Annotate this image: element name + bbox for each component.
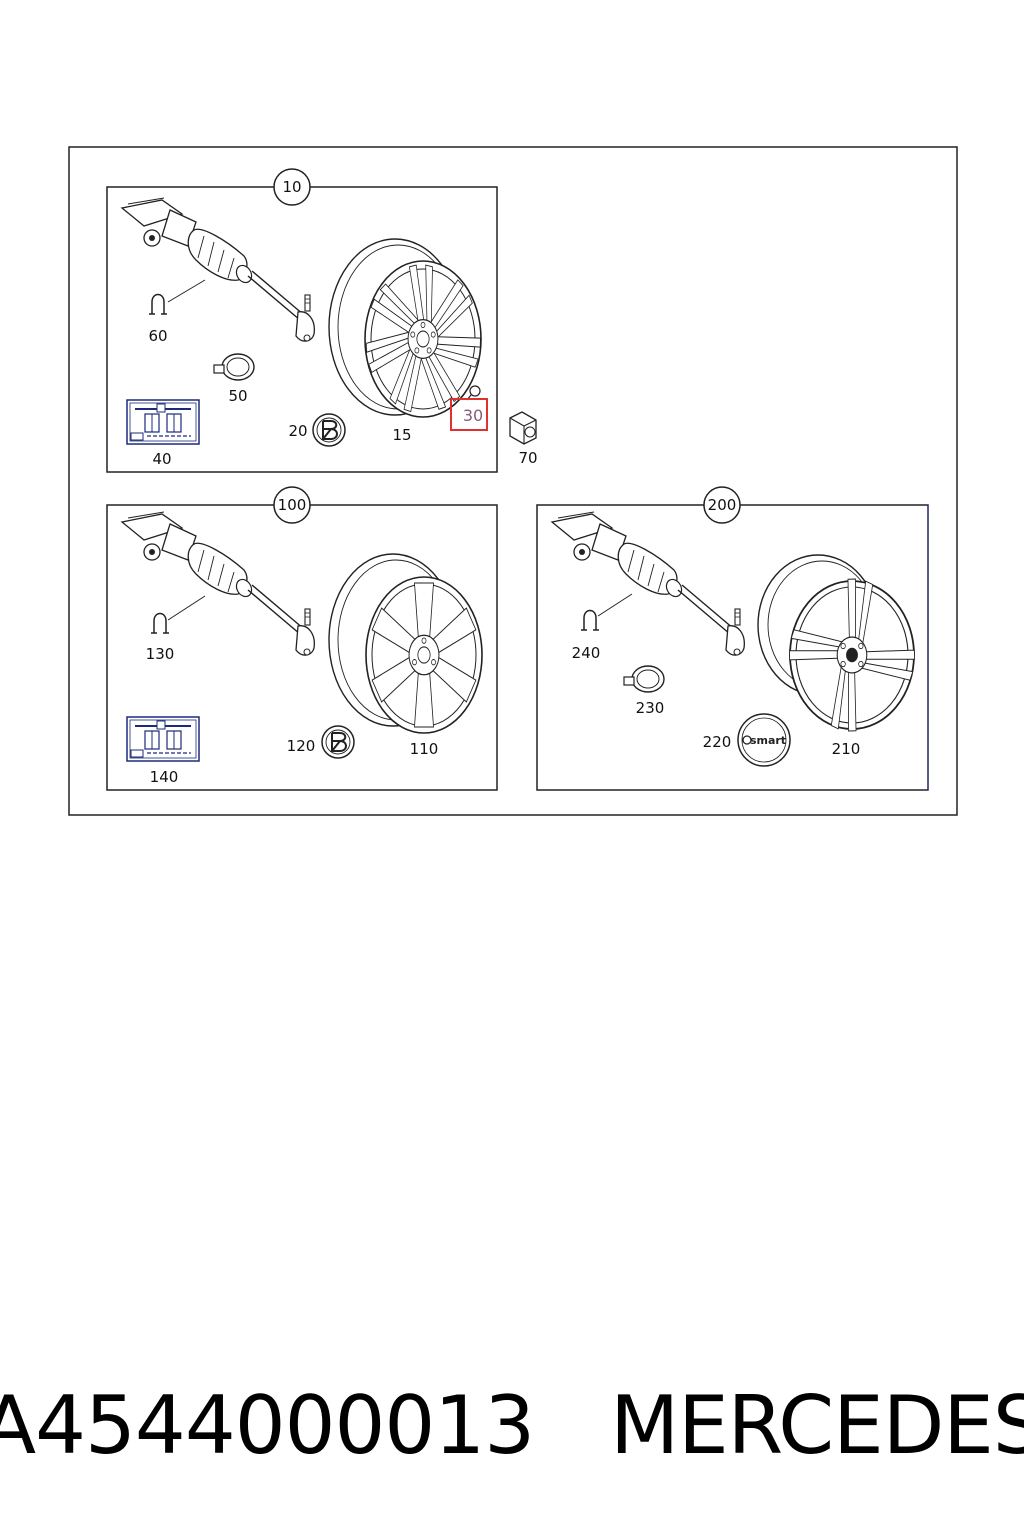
callout-240: 240 [572,644,601,662]
group-10-panel: 10 60 50 40 20 [106,168,498,473]
callout-130: 130 [146,645,175,663]
part-number: A4544000013 [0,1378,535,1472]
group-200-panel: 200 240 230 smart 220 [536,486,929,791]
caption: A4544000013 MERCEDES [0,1370,1024,1480]
callout-210: 210 [832,740,861,758]
callout-60: 60 [148,327,167,345]
callout-40: 40 [152,450,171,468]
group-200-number: 200 [708,496,737,514]
smart-emblem: smart [737,713,791,767]
callout-230: 230 [636,699,665,717]
wheel-210 [757,554,917,734]
callout-15: 15 [392,426,411,444]
callout-220: 220 [703,733,732,751]
callout-30: 30 [463,406,483,425]
wheel-15 [328,238,483,418]
callout-70: 70 [518,449,537,467]
group-10-number: 10 [282,178,301,196]
wheel-110 [328,553,483,734]
parts-diagram: 10 60 50 40 20 [68,146,958,816]
callout-140: 140 [150,768,179,786]
callout-20: 20 [288,422,307,440]
group-100-panel: 100 130 140 120 [106,486,498,791]
callout-120: 120 [287,737,316,755]
highlight-box-30 [450,398,488,431]
part-70: 70 [509,411,538,467]
callout-110: 110 [410,740,439,758]
brand-name: MERCEDES [610,1378,1024,1472]
group-100-number: 100 [278,496,307,514]
callout-50: 50 [228,387,247,405]
smart-emblem-text: smart [750,734,786,747]
